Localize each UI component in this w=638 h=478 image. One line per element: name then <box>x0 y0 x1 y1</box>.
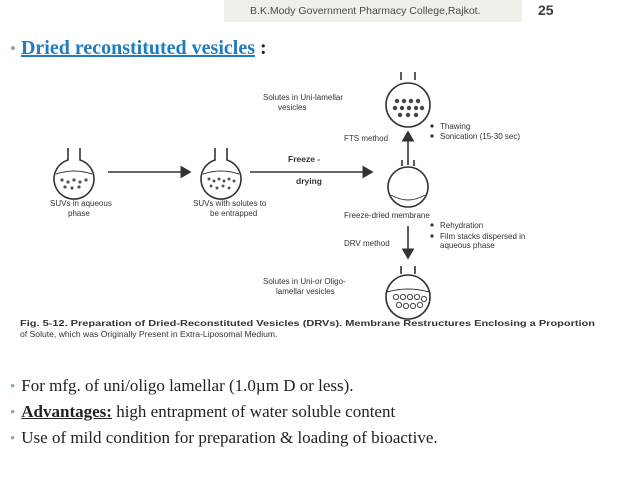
bullet-text-1: For mfg. of uni/oligo lamellar (1.0µm D … <box>21 376 354 395</box>
college-name: B.K.Mody Government Pharmacy College,Raj… <box>250 5 481 17</box>
bottom-label-2: lamellar vesicles <box>276 287 335 296</box>
slide-number: 25 <box>538 2 554 18</box>
drying-label: drying <box>296 176 322 186</box>
sonication-label: Sonication (15-30 sec) <box>440 132 520 141</box>
bullet-item-3: • Use of mild condition for preparation &… <box>10 428 630 450</box>
title-colon: : <box>254 37 267 59</box>
bottom-label-1: Solutes in Uni-or Oligo- <box>263 277 346 286</box>
suv-solute-label-1: SUVs with solutes to <box>193 199 267 208</box>
film-label-1: Film stacks dispersed in <box>440 232 525 241</box>
bullet-icon: • <box>10 39 16 58</box>
title-text: Dried reconstituted vesicles <box>20 37 255 59</box>
bullet-icon: • <box>10 405 16 421</box>
header-bar <box>224 0 522 22</box>
slide-title: •Dried reconstituted vesicles : <box>10 37 267 60</box>
bullet-text-2: high entrapment of water soluble content <box>111 402 396 421</box>
bullet-icon: • <box>10 431 16 447</box>
advantages-label: Advantages: <box>21 402 112 421</box>
flask-suv <box>53 148 95 200</box>
rehydration-label: Rehydration <box>440 221 483 230</box>
flask-top <box>385 72 431 128</box>
bullet-text-3: Use of mild condition for preparation & … <box>21 428 438 447</box>
flask-suv-solute <box>200 148 242 200</box>
bullet-item-1: • For mfg. of uni/oligo lamellar (1.0µm D… <box>10 376 630 398</box>
suv-label-1: SUVs in aqueous <box>50 199 112 208</box>
suv-label-2: phase <box>68 209 90 218</box>
drv-method: DRV method <box>344 239 390 248</box>
figure-caption-line-1: Fig. 5-12. Preparation of Dried-Reconsti… <box>20 318 595 328</box>
freeze-label: Freeze - <box>288 154 320 164</box>
flask-freeze-dried <box>387 160 429 208</box>
fts-method: FTS method <box>344 134 388 143</box>
flask-bottom <box>385 266 431 320</box>
freeze-dried-label: Freeze-dried membrane <box>344 211 430 220</box>
film-label-2: aqueous phase <box>440 241 495 250</box>
bullet-list: • For mfg. of uni/oligo lamellar (1.0µm D… <box>10 376 630 454</box>
thawing-label: Thawing <box>440 122 470 131</box>
top-label-1: Solutes in Uni-lamellar <box>263 93 343 102</box>
bullet-item-2: • Advantages: high entrapment of water so… <box>10 402 630 424</box>
bullet-icon: • <box>10 379 16 395</box>
figure-caption-line-2: of Solute, which was Originally Present … <box>20 329 277 339</box>
suv-solute-label-2: be entrapped <box>210 209 257 218</box>
top-label-2: vesicles <box>278 103 306 112</box>
